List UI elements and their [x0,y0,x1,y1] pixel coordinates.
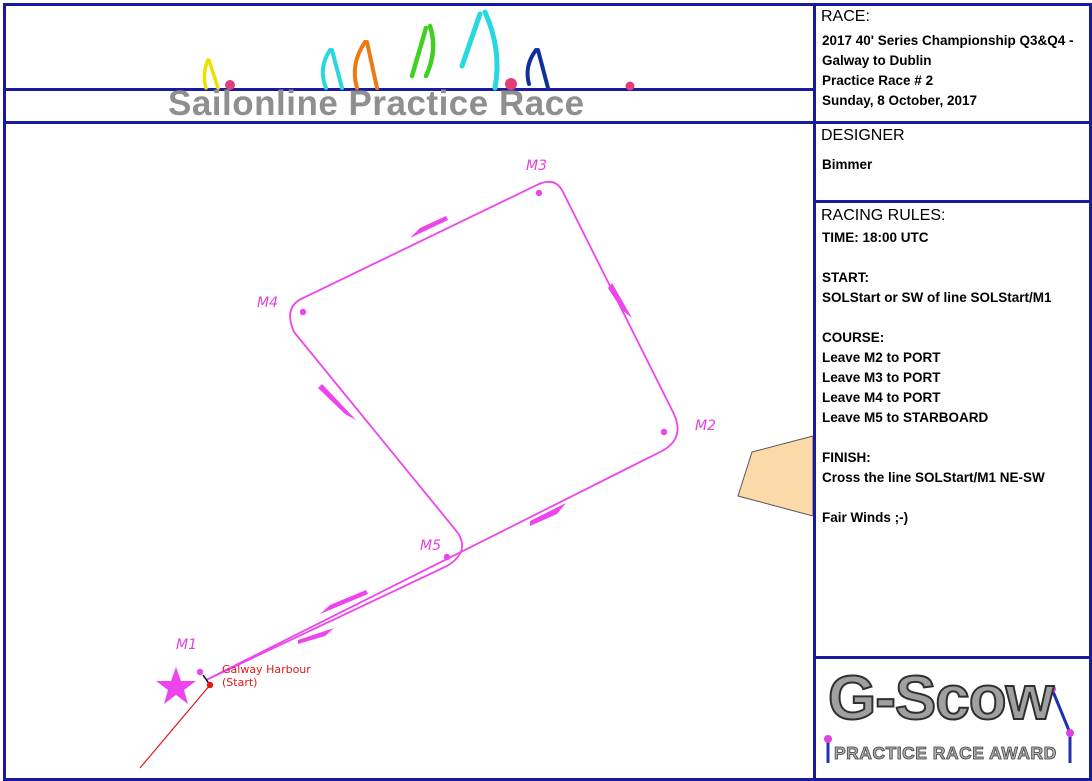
course-route [205,180,679,681]
mark-m4-label: M4 [257,295,278,311]
start-location-note: (Start) [222,676,258,689]
header-bottom-border [6,121,1089,124]
award-logo: G-Scow PRACTICE RACE AWARD [816,659,1086,775]
buoy-icon [225,80,235,90]
course-rule: Leave M3 to PORT [822,370,941,385]
sail-orange-icon [352,40,379,90]
sail-cyan-icon [320,48,344,90]
sail-yellow-icon [202,58,220,90]
course-rule: Leave M4 to PORT [822,390,941,405]
panel-divider [813,6,816,778]
course-heading: COURSE: [822,330,885,345]
designer-heading: DESIGNER [821,127,905,144]
page-title: Sailonline Practice Race [168,84,585,123]
award-top-border [813,656,1089,659]
start-location-name: Galway Harbour [222,663,311,676]
race-heading: RACE: [821,8,870,25]
mark-m4-dot [299,308,307,316]
race-route: Galway to Dublin [822,53,932,68]
arrow-icon [298,628,334,644]
start-rule: SOLStart or SW of line SOLStart/M1 [822,290,1052,305]
race-name: 2017 40' Series Championship Q3&Q4 - [822,33,1074,48]
racing-rules-heading: RACING RULES: [821,207,946,224]
buoy-icon [1048,685,1056,693]
mark-m3-dot [535,189,543,197]
course-map [139,180,813,769]
buoy-icon [824,735,832,743]
mark-m5-dot [443,553,451,561]
mark-m2-label: M2 [695,418,716,434]
award-logo-graphic [824,685,1074,763]
mark-m2-dot [660,428,668,436]
closing-note: Fair Winds ;-) [822,510,909,525]
race-number: Practice Race # 2 [822,73,934,88]
award-title: G-Scow [827,663,1055,734]
arrow-icon [530,503,566,526]
arrow-icon [608,283,632,318]
header-divider [6,88,814,91]
finish-heading: FINISH: [822,450,871,465]
mark-m1-dot [196,668,204,676]
start-track [139,684,211,769]
start-point-dot [206,681,214,689]
arrow-icon [320,590,368,614]
designer-name: Bimmer [822,157,873,172]
award-subtitle: PRACTICE RACE AWARD [834,743,1057,764]
race-time: TIME: 18:00 UTC [822,230,929,245]
mark-m5-label: M5 [420,538,441,554]
buoy-icon [625,81,635,91]
course-rule: Leave M5 to STARBOARD [822,410,989,425]
land-mass [737,435,813,517]
sail-green-icon [409,23,436,79]
sail-blue-icon [525,48,550,90]
finish-rule: Cross the line SOLStart/M1 NE-SW [822,470,1045,485]
race-date: Sunday, 8 October, 2017 [822,93,978,108]
logo-sail-icon [1050,688,1072,734]
direction-arrows [298,216,632,644]
start-location-label: Galway Harbour (Start) [222,663,311,689]
start-heading: START: [822,270,869,285]
mark-m3-label: M3 [526,158,547,174]
arrow-icon [318,384,356,420]
arrow-icon [410,216,448,238]
buoy-icon [505,78,517,90]
buoy-icon [1066,729,1074,737]
designer-top-border [813,200,1089,203]
course-rule: Leave M2 to PORT [822,350,941,365]
mark-m1-label: M1 [176,637,197,653]
header-sails-graphic [202,9,635,91]
start-star-icon [156,667,196,704]
sail-cyan-large-icon [459,9,500,91]
